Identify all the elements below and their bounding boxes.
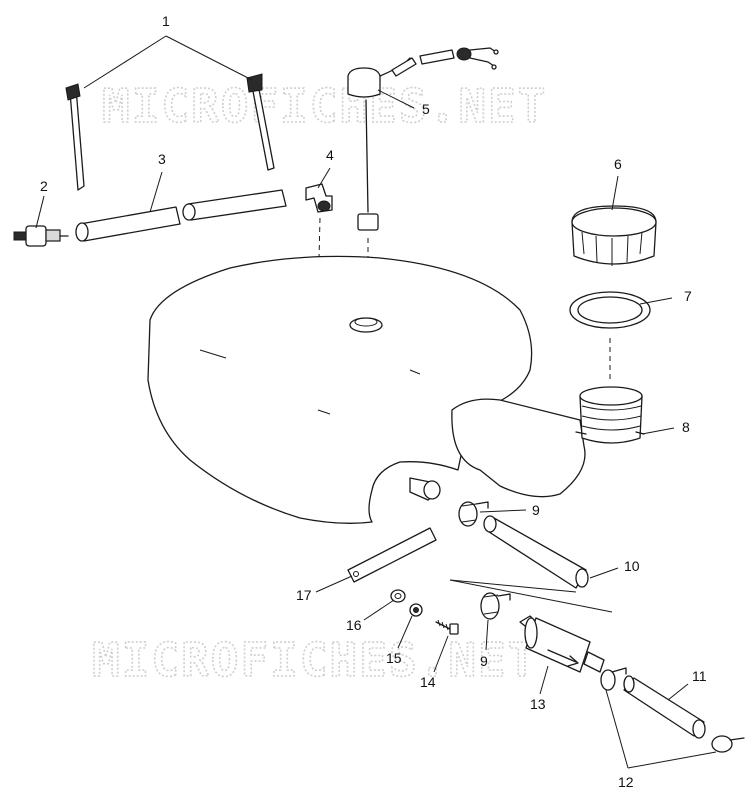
callout-16: 16 bbox=[346, 617, 362, 633]
part-9-clamp-lower bbox=[480, 592, 511, 620]
callout-10: 10 bbox=[624, 558, 640, 574]
callout-3: 3 bbox=[158, 151, 166, 167]
leader-lines bbox=[35, 35, 717, 769]
part-4-elbow-fitting bbox=[305, 183, 333, 312]
part-3-hose bbox=[75, 189, 287, 242]
callout-2: 2 bbox=[40, 178, 48, 194]
part-15-nut bbox=[409, 603, 423, 617]
callout-7: 7 bbox=[684, 288, 692, 304]
callout-1: 1 bbox=[162, 13, 170, 29]
part-8-filler-neck bbox=[575, 386, 645, 444]
watermark-bottom: MICROFICHES.NET bbox=[92, 633, 537, 687]
callout-5: 5 bbox=[422, 101, 430, 117]
part-6-filler-cap bbox=[571, 205, 657, 266]
callout-15: 15 bbox=[386, 650, 402, 666]
watermark-top: MICROFICHES.NET bbox=[102, 79, 547, 133]
part-14-bolt bbox=[435, 619, 459, 635]
part-1-straps bbox=[65, 73, 275, 191]
callout-4: 4 bbox=[326, 147, 334, 163]
part-12-clamp-upper bbox=[600, 667, 627, 691]
callout-labels: 1 2 3 4 5 6 7 8 9 10 9 11 12 13 14 15 16… bbox=[40, 13, 707, 790]
part-17-bracket bbox=[347, 527, 437, 583]
tank-outlet-fitting bbox=[409, 477, 441, 501]
part-2-valve bbox=[13, 225, 69, 247]
callout-12: 12 bbox=[618, 774, 634, 790]
fuel-tank bbox=[147, 255, 586, 524]
callout-9-upper: 9 bbox=[532, 502, 540, 518]
part-11-hose bbox=[623, 675, 706, 739]
part-7-gasket bbox=[569, 291, 651, 380]
part-13-fuel-filter bbox=[519, 615, 605, 673]
part-10-hose bbox=[483, 515, 589, 589]
part-12-clamp-lower bbox=[711, 735, 745, 753]
part-5-fuel-sender bbox=[347, 47, 499, 312]
callout-8: 8 bbox=[682, 419, 690, 435]
part-16-washer bbox=[390, 589, 406, 603]
callout-9-lower: 9 bbox=[480, 653, 488, 669]
callout-6: 6 bbox=[614, 156, 622, 172]
part-9-clamp-upper bbox=[458, 501, 489, 527]
callout-17: 17 bbox=[296, 587, 312, 603]
callout-14: 14 bbox=[420, 674, 436, 690]
callout-13: 13 bbox=[530, 696, 546, 712]
callout-11: 11 bbox=[692, 668, 707, 684]
